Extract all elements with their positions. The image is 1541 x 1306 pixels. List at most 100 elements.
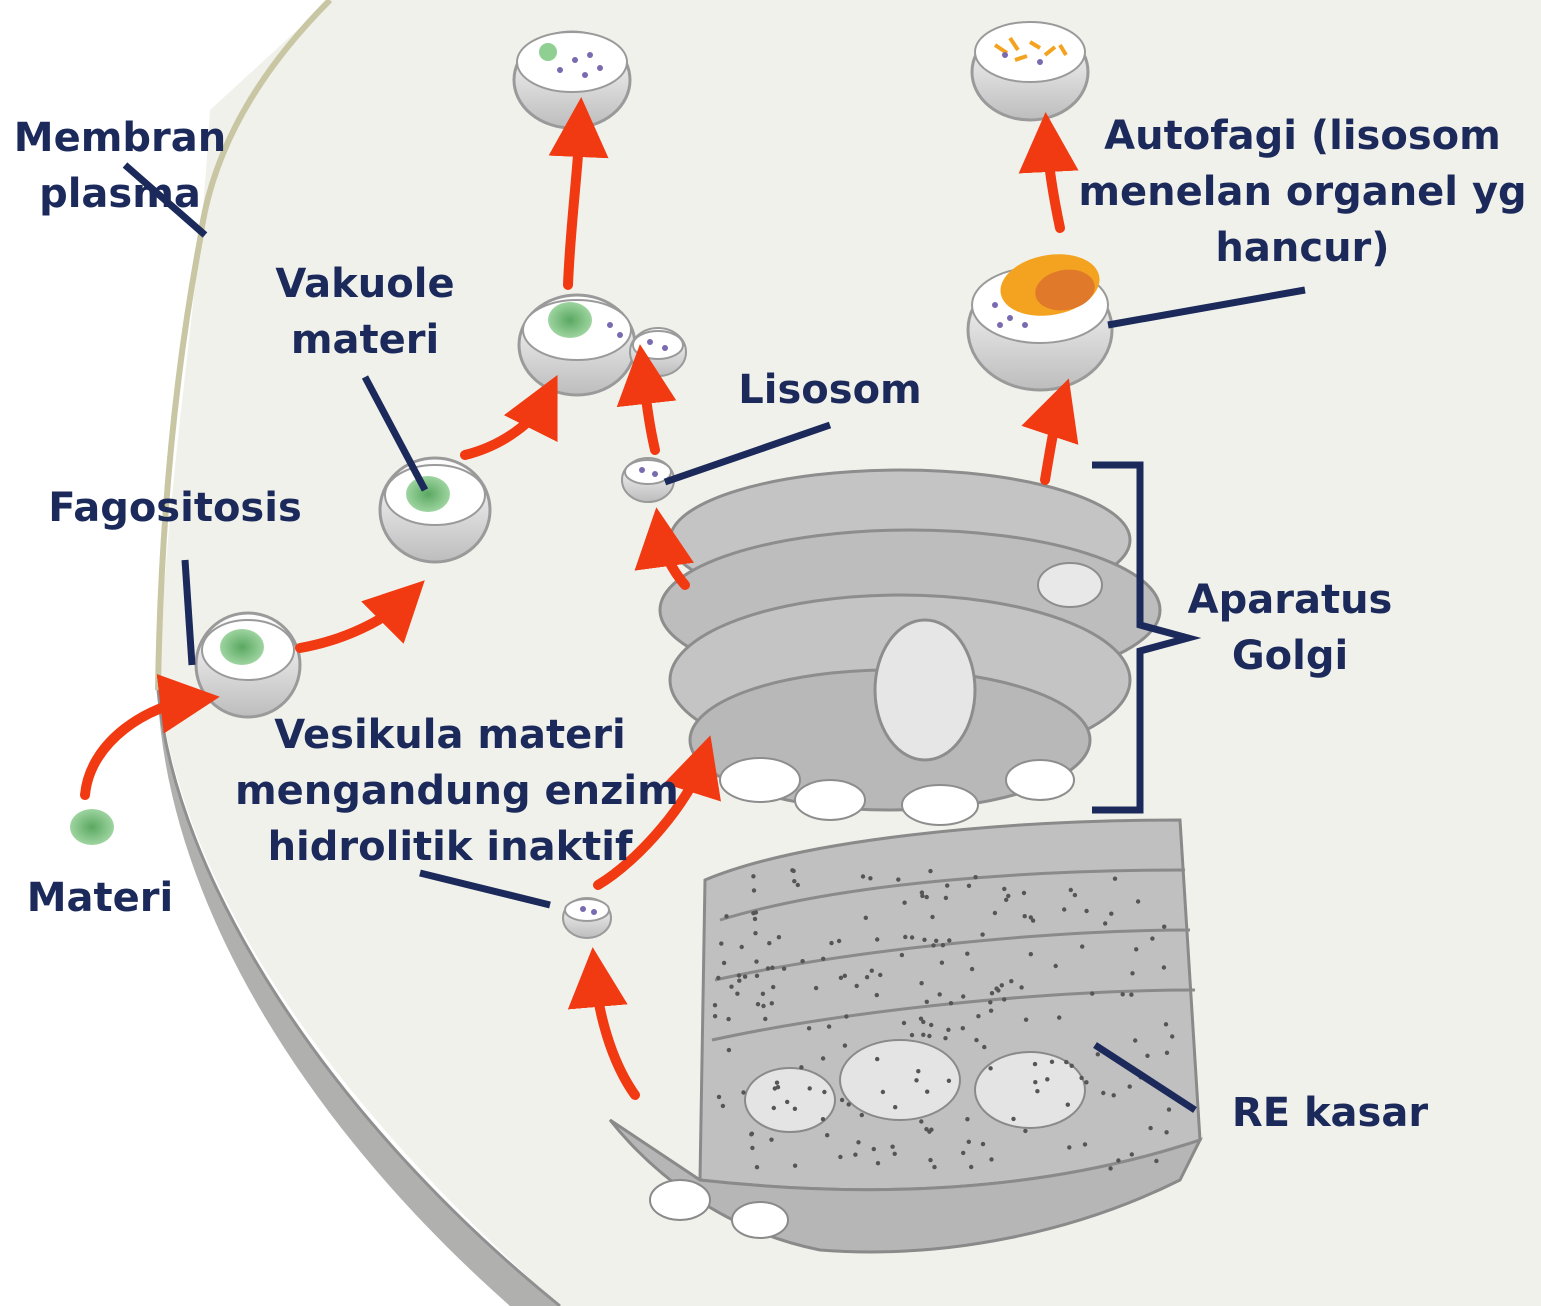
ribosome-dot <box>896 877 900 881</box>
ribosome-dot <box>853 1153 857 1157</box>
ribosome-dot <box>1033 1062 1037 1066</box>
ribosome-dot <box>729 985 733 989</box>
ribosome-dot <box>713 1003 717 1007</box>
ribosome-dot <box>988 1066 992 1070</box>
ribosome-dot <box>827 1024 831 1028</box>
ribosome-dot <box>822 1090 826 1094</box>
ribosome-dot <box>928 1158 932 1162</box>
ribosome-dot <box>1109 912 1113 916</box>
ribosome-dot <box>782 967 786 971</box>
ribosome-dot <box>893 1105 897 1109</box>
ribosome-dot <box>875 1057 879 1061</box>
ribosome-dot <box>921 1033 925 1037</box>
ribosome-dot <box>1083 1142 1087 1146</box>
ribosome-dot <box>993 911 997 915</box>
ribosome-dot <box>749 1132 753 1136</box>
ribosome-dot <box>843 974 847 978</box>
ribosome-dot <box>934 939 938 943</box>
ribosome-dot <box>875 937 879 941</box>
ribosome-dot <box>981 1142 985 1146</box>
ribosome-dot <box>903 935 907 939</box>
ribosome-dot <box>920 894 924 898</box>
label-re-kasar: RE kasar <box>1215 1085 1445 1141</box>
ribosome-dot <box>1023 1129 1027 1133</box>
ribosome-dot <box>947 938 951 942</box>
ribosome-dot <box>743 975 747 979</box>
ribosome-dot <box>949 1001 953 1005</box>
label-autofagi: Autofagi (lisosom menelan organel yg han… <box>1075 108 1530 276</box>
ribosome-dot <box>724 914 728 918</box>
ribosome-dot <box>980 932 984 936</box>
ribosome-dot <box>930 915 934 919</box>
ribosome-dot <box>910 1033 914 1037</box>
ribosome-dot <box>837 939 841 943</box>
ribosome-dot <box>793 1164 797 1168</box>
ribosome-dot <box>766 966 770 970</box>
ribosome-dot <box>1084 1080 1088 1084</box>
ribosome-dot <box>839 976 843 980</box>
ribosome-dot <box>740 945 744 949</box>
ribosome-dot <box>755 1165 759 1169</box>
ribosome-dot <box>1022 914 1026 918</box>
ribosome-dot <box>719 941 723 945</box>
ribosome-dot <box>796 883 800 887</box>
ribosome-dot <box>751 874 755 878</box>
ribosome-dot <box>1066 1103 1070 1107</box>
ribosome-dot <box>1164 1130 1168 1134</box>
ribosome-dot <box>875 993 879 997</box>
ribosome-dot <box>1170 1034 1174 1038</box>
ribosome-dot <box>775 1081 779 1085</box>
ribosome-dot <box>989 1009 993 1013</box>
ribosome-dot <box>814 986 818 990</box>
ribosome-dot <box>910 935 914 939</box>
ribosome-dot <box>872 1147 876 1151</box>
ribosome-dot <box>750 1146 754 1150</box>
ribosome-dot <box>808 1086 812 1090</box>
ribosome-dot <box>1045 1077 1049 1081</box>
label-vakuole-materi: Vakuole materi <box>265 256 465 368</box>
ribosome-dot <box>1112 1093 1116 1097</box>
ribosome-dot <box>751 911 755 915</box>
ribosome-dot <box>878 973 882 977</box>
ribosome-dot <box>938 992 942 996</box>
ribosome-dot <box>829 941 833 945</box>
ribosome-dot <box>1121 992 1125 996</box>
ribosome-dot <box>1004 898 1008 902</box>
ribosome-dot <box>1079 1076 1083 1080</box>
ribosome-dot <box>753 931 757 935</box>
ribosome-dot <box>932 1165 936 1169</box>
ribosome-dot <box>776 1085 780 1089</box>
ribosome-dot <box>1113 877 1117 881</box>
ribosome-dot <box>940 961 944 965</box>
label-materi: Materi <box>15 870 185 926</box>
ribosome-dot <box>777 935 781 939</box>
ribosome-dot <box>1130 1152 1134 1156</box>
ribosome-dot <box>753 917 757 921</box>
autophagy-digested-shape <box>972 22 1088 120</box>
ribosome-dot <box>989 1157 993 1161</box>
ribosome-dot <box>973 875 977 879</box>
ribosome-dot <box>821 1056 825 1060</box>
ribosome-dot <box>876 1161 880 1165</box>
ribosome-dot <box>785 1100 789 1104</box>
ribosome-dot <box>1154 1159 1158 1163</box>
food-vacuole-shape <box>380 458 490 562</box>
ribosome-dot <box>914 1078 918 1082</box>
ribosome-dot <box>772 1106 776 1110</box>
label-fagositosis: Fagositosis <box>40 480 310 536</box>
ribosome-dot <box>902 1021 906 1025</box>
ribosome-dot <box>1080 944 1084 948</box>
ribosome-dot <box>931 943 935 947</box>
ribosome-dot <box>865 975 869 979</box>
ribosome-dot <box>1133 1038 1137 1042</box>
ribosome-dot <box>1062 907 1066 911</box>
ribosome-dot <box>919 1017 923 1021</box>
phagocytosis-vesicle-shape <box>196 613 300 717</box>
ribosome-dot <box>1070 1064 1074 1068</box>
ribosome-dot <box>1035 1089 1039 1093</box>
ribosome-dot <box>1009 979 1013 983</box>
ribosome-dot <box>974 1038 978 1042</box>
label-vesikula-materi: Vesikula materi mengandung enzim hidroli… <box>235 707 665 875</box>
ribosome-dot <box>925 1090 929 1094</box>
